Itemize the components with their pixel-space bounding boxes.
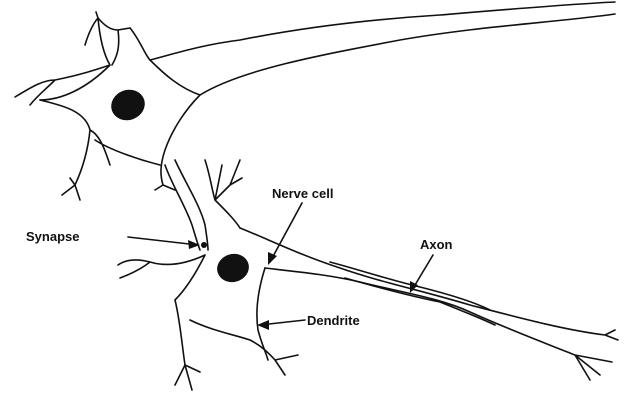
label-arrows bbox=[127, 202, 434, 330]
lower-nucleus bbox=[217, 253, 249, 283]
synapse-label: Synapse bbox=[26, 229, 80, 244]
nerve-cell-label: Nerve cell bbox=[272, 186, 334, 201]
synapse-arrow bbox=[127, 236, 199, 246]
synapse-junction bbox=[201, 242, 207, 248]
nerve-cell-arrow bbox=[269, 202, 303, 263]
upper-neuron bbox=[14, 1, 616, 251]
upper-nucleus bbox=[111, 89, 145, 121]
axon-label: Axon bbox=[420, 237, 453, 252]
dendrite-label: Dendrite bbox=[307, 313, 360, 328]
lower-neuron bbox=[117, 159, 619, 391]
